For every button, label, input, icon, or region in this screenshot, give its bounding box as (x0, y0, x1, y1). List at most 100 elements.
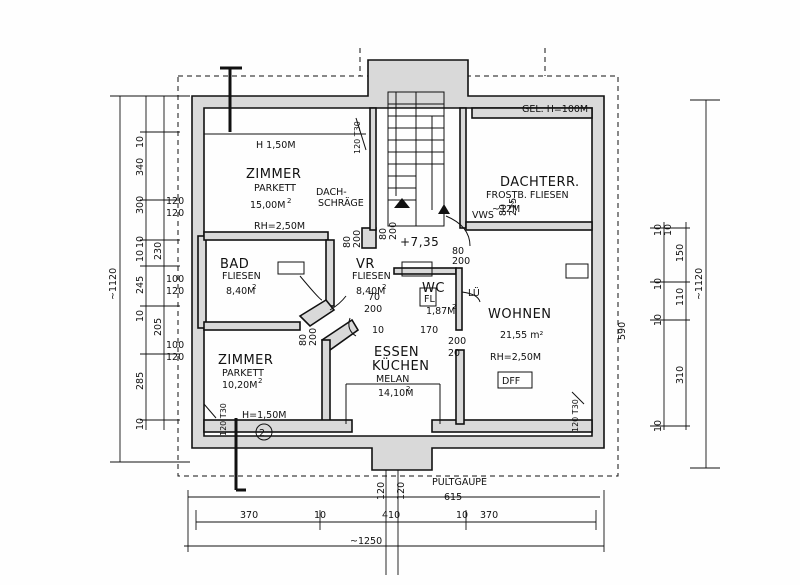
door-mark-12: 170 (420, 325, 438, 336)
room-essen-kuechen: ESSEN KÜCHEN MELAN 14,10M 2 (372, 345, 429, 399)
zimmer1-name: ZIMMER (246, 167, 301, 182)
left-dimensions (110, 95, 190, 463)
room-bad: BAD FLIESEN 8,40M 2 (220, 257, 261, 297)
t30-right-label: 120 T30 (571, 399, 580, 432)
bottom-small-1: 120 (376, 482, 387, 500)
vr-area: 8,40M (356, 286, 385, 297)
t30-top-label: 120 T30 (353, 121, 362, 154)
wohnen-rh: RH=2,50M (490, 352, 541, 363)
bottom-dim-370b: 370 (480, 510, 498, 521)
right-dim-7: 310 (675, 366, 686, 384)
zimmer2-h: H=1,50M (242, 410, 286, 421)
wohnen-dff: DFF (502, 376, 520, 387)
left-dim-1: 10 (135, 136, 146, 148)
left-dim-7: 10 (135, 310, 146, 322)
right-outer-dim: ~1120 (694, 268, 705, 300)
right-dimensions (650, 99, 720, 469)
bottom-dim-10b: 10 (456, 510, 468, 521)
bad-floor: FLIESEN (222, 271, 261, 282)
left-dim-15: 120 (166, 352, 184, 363)
left-dim-14: 100 (166, 340, 184, 351)
zimmer2-floor: PARKETT (222, 368, 264, 379)
left-dim-4: 300 (135, 196, 146, 214)
door-mark-9: 70 (368, 292, 380, 303)
wc-name: WC (422, 281, 445, 296)
dachterr-area: ~12M (492, 204, 520, 215)
left-outer-dim: ~1120 (108, 268, 119, 300)
bottom-total-dim: ~1250 (350, 536, 382, 547)
wc-area: 1,87M (426, 306, 455, 317)
wc-area-exp: 2 (452, 303, 456, 311)
door-mark-17: 200 (448, 336, 466, 347)
door-mark-18: 20 (448, 348, 460, 359)
essen-area-exp: 2 (406, 385, 410, 393)
left-dim-17: 10 (135, 418, 146, 430)
misc-labels: +7,35 PULTGAUPE 2 120 T30 120 T30 120 T3… (219, 121, 580, 488)
left-dim-11: 100 (166, 274, 184, 285)
door-mark-6: 200 (452, 256, 470, 267)
wohnen-lu: LÜ (468, 288, 480, 299)
vr-area-exp: 2 (382, 283, 386, 291)
zimmer1-area-exp: 2 (287, 197, 291, 205)
dachterr-floor: FROSTB. FLIESEN (486, 190, 569, 201)
left-dim-9: 10 (135, 250, 146, 262)
vr-floor: FLIESEN (352, 271, 391, 282)
dachterr-gel: GEL. H=100M (522, 104, 588, 115)
dachterr-vws: VWS (472, 210, 494, 221)
right-dim-6: 10 (653, 314, 664, 326)
zimmer1-floor: PARKETT (254, 183, 296, 194)
room-wohnen: WOHNEN 21,55 m² RH=2,50M DFF LÜ (468, 288, 552, 387)
essen-area: 14,10M (378, 388, 413, 399)
bad-name: BAD (220, 257, 249, 272)
right-dim-1: 10 (653, 224, 664, 236)
dachterr-area-exp: 2 (510, 200, 514, 208)
bottom-dim-10a: 10 (314, 510, 326, 521)
door-mark-5: 80 (452, 246, 464, 257)
door-mark-4: 200 (388, 222, 399, 240)
zimmer1-rh: RH=2,50M (254, 221, 305, 232)
interior-walls (203, 107, 593, 433)
zimmer2-area-exp: 2 (258, 377, 262, 385)
exterior-walls (191, 59, 605, 471)
room-vr: VR FLIESEN 8,40M 2 (352, 257, 391, 297)
t30-low-label: 120 T30 (219, 403, 228, 436)
room-zimmer-2: ZIMMER PARKETT 10,20M 2 H=1,50M (218, 353, 286, 421)
door-mark-11: 10 (372, 325, 384, 336)
bottom-dim-370a: 370 (240, 510, 258, 521)
fixtures (203, 66, 589, 492)
left-dim-16: 285 (135, 372, 146, 390)
left-dim-10: 245 (135, 276, 146, 294)
pultgaupe-label: PULTGAUPE (432, 477, 487, 488)
vr-name: VR (356, 257, 375, 272)
right-dim-8: 10 (653, 420, 664, 432)
circle-number: 2 (259, 428, 265, 439)
zimmer2-name: ZIMMER (218, 353, 273, 368)
zimmer2-area: 10,20M (222, 380, 257, 391)
door-mark-1: 80 (342, 236, 353, 248)
left-dim-8: 230 (153, 242, 164, 260)
room-zimmer-1: ZIMMER PARKETT 15,00M 2 RH=2,50M H 1,50M… (246, 140, 364, 232)
left-dim-13: 205 (153, 318, 164, 336)
right-dim-5: 110 (675, 288, 686, 306)
zimmer1-area: 15,00M (250, 200, 285, 211)
kuechen-name: KÜCHEN (372, 357, 429, 374)
wc-floor: FL (424, 294, 435, 305)
bottom-dimensions (184, 470, 605, 575)
dachterr-name: DACHTERR. (500, 175, 580, 190)
left-dim-12: 120 (166, 286, 184, 297)
left-dim-5: 120 (166, 196, 184, 207)
essen-floor: MELAN (376, 374, 409, 385)
stair-level: +7,35 (400, 235, 439, 249)
bottom-dim-615: 615 (444, 492, 462, 503)
wohnen-name: WOHNEN (488, 307, 552, 322)
door-mark-3: 80 (378, 228, 389, 240)
right-dim-2: 10 (663, 224, 674, 236)
door-mark-10: 200 (364, 304, 382, 315)
left-dim-3: 10 (135, 236, 146, 248)
right-dim-4: 10 (653, 278, 664, 290)
bottom-small-2: 120 (396, 482, 407, 500)
right-dim-3: 150 (675, 244, 686, 262)
wohnen-area: 21,55 m² (500, 330, 543, 341)
bottom-dim-410: 410 (382, 510, 400, 521)
